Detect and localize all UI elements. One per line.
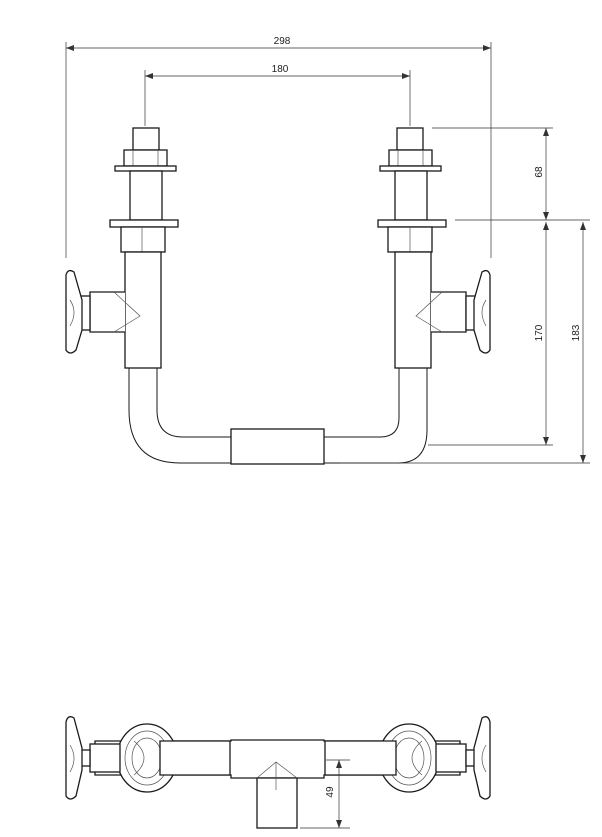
left-hex-nut [120,226,166,253]
dim-top-height: 68 [534,166,545,178]
dim-middle-height: 170 [534,324,545,341]
right-valve-body [394,251,432,369]
left-threaded-shank [129,170,163,221]
dim-outlet-depth: 49 [325,786,336,798]
right-upper-flange [379,165,442,172]
left-upper-flange [114,165,177,172]
dim-total-height: 183 [571,324,582,341]
left-rosette [116,723,231,793]
right-lower-flange [377,219,447,228]
left-tee-branch [89,291,125,333]
top-outlet-spout [256,777,298,829]
dim-inlet-spacing: 180 [272,64,289,75]
right-valve-assembly [377,127,491,369]
right-tee-branch [431,291,467,333]
right-upper-nut [388,149,433,167]
top-view: 49 [65,716,491,829]
front-view [65,127,491,465]
left-valve-assembly [65,127,179,369]
dimensions: 298 180 68 170 183 [65,36,590,464]
bottom-u-pipe [128,368,428,465]
center-coupling [230,428,325,465]
dim-overall-width: 298 [274,36,291,47]
right-inlet-stem [396,127,424,151]
left-valve-body [124,251,162,369]
left-upper-nut [123,149,168,167]
right-threaded-shank [394,170,428,221]
left-inlet-stem [132,127,160,151]
right-rosette [324,723,440,793]
left-lower-flange [109,219,179,228]
